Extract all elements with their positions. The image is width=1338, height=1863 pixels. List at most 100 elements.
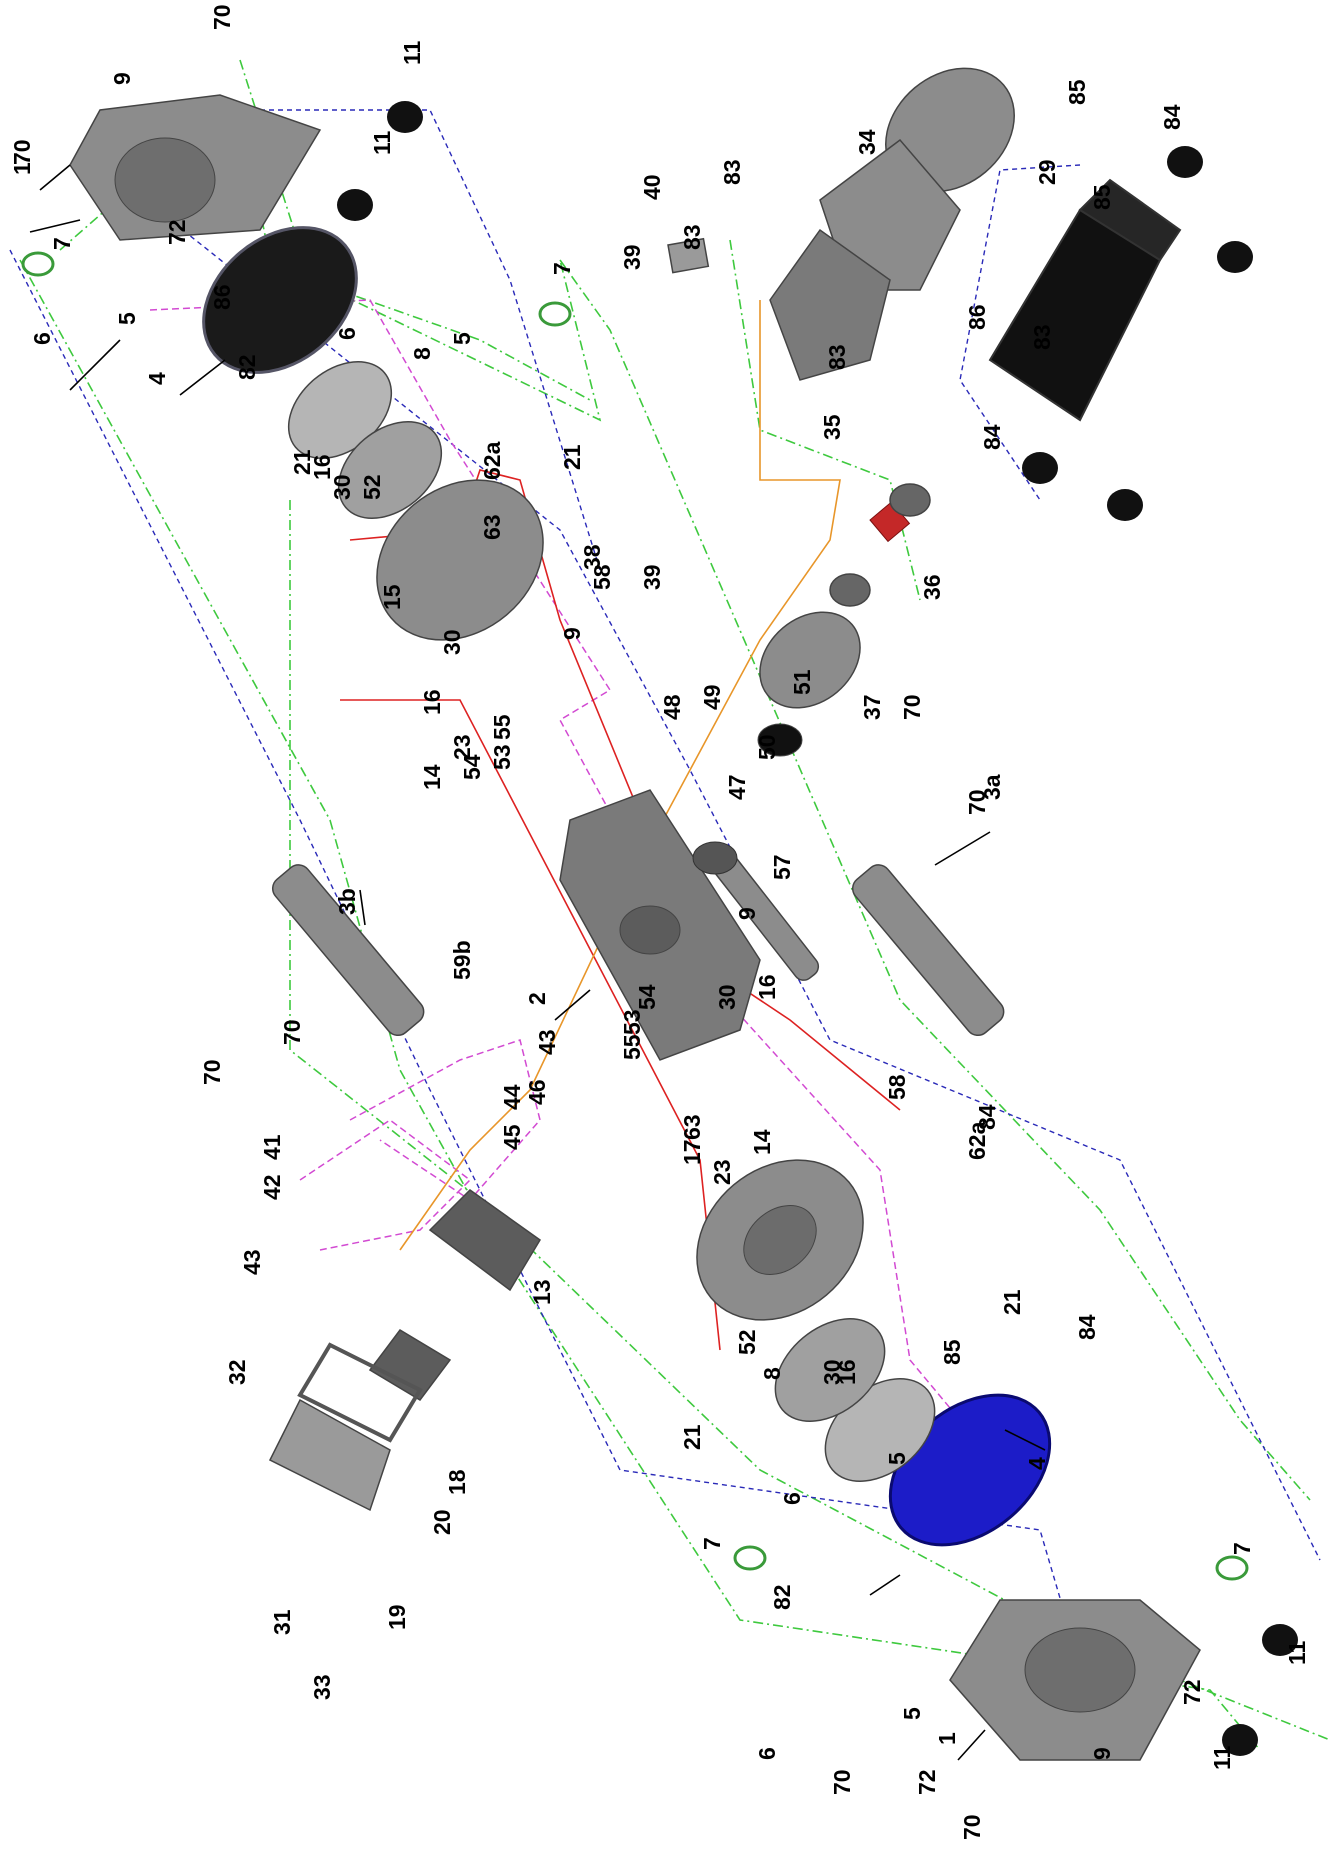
guide-line-blue (260, 109, 601, 571)
part-label: 5 (449, 332, 475, 345)
manifold-3a (851, 864, 1005, 1037)
part-label: 72 (1179, 1679, 1205, 1705)
part-label: 57 (769, 854, 795, 880)
part-label: 40 (639, 174, 665, 200)
part-label: 70 (899, 694, 925, 720)
part-label: 5 (114, 312, 140, 325)
part-label: 7 (1229, 1542, 1255, 1555)
o-ring-7 (1215, 1555, 1249, 1581)
part-label: 4 (1024, 1457, 1050, 1470)
part-label: 1 (934, 1732, 960, 1745)
bearing-47 (692, 841, 738, 875)
part-label: 14 (749, 1129, 775, 1155)
part-label: 63 (479, 514, 505, 540)
adapter-37 (759, 611, 861, 709)
part-label: 52 (359, 474, 385, 500)
part-label: 9 (734, 907, 760, 920)
part-label: 5 (884, 1452, 910, 1465)
plate-19 (268, 1398, 391, 1512)
part-label: 17 (679, 1139, 705, 1165)
part-label: 70 (959, 1814, 985, 1840)
part-label: 11 (399, 40, 425, 65)
part-label: 11 (1284, 1640, 1310, 1665)
part-label: 53 (489, 744, 515, 770)
part-label: 16 (419, 689, 445, 715)
part-label: 29 (1034, 159, 1060, 185)
part-label: 20 (429, 1509, 455, 1535)
part-label: 41 (259, 1134, 285, 1160)
foot-84 (1217, 241, 1253, 273)
part-label: 30 (819, 1359, 845, 1385)
end-cover-bore (114, 137, 216, 223)
part-label: 46 (524, 1079, 550, 1105)
coupling-hub-36 (829, 573, 871, 607)
part-label: 7 (699, 1537, 725, 1550)
part-label: 6 (29, 332, 55, 345)
gearbox (769, 228, 891, 381)
part-label: 3a (979, 774, 1005, 800)
part-label: 16 (754, 974, 780, 1000)
part-label: 34 (854, 129, 880, 155)
part-label: 7 (549, 262, 575, 275)
seal-51 (757, 723, 803, 757)
guide-line-magenta (149, 299, 961, 1421)
part-label: 15 (379, 584, 405, 610)
foot-84 (1022, 452, 1058, 484)
part-label: 54 (459, 754, 485, 780)
part-label: 4 (144, 372, 170, 385)
guide-line-magenta (349, 1039, 541, 1201)
guide-line-green (559, 259, 1311, 1501)
part-label: 1 (9, 162, 35, 175)
valve-body-18 (368, 1329, 452, 1401)
part-label: 70 (199, 1059, 225, 1085)
part-label: 6 (779, 1492, 805, 1505)
part-label: 70 (829, 1769, 855, 1795)
part-label: 86 (964, 304, 990, 330)
part-label: 47 (724, 774, 750, 800)
guard-29-flange (1078, 178, 1182, 262)
part-label: 83 (679, 224, 705, 250)
part-label: 36 (919, 574, 945, 600)
guide-line-green (729, 239, 921, 601)
foot-11 (337, 189, 373, 221)
part-label: 84 (974, 1104, 1000, 1130)
part-label: 72 (164, 219, 190, 245)
part-label: 19 (384, 1604, 410, 1630)
fluid-cap-15 (376, 479, 544, 641)
part-label: 70 (964, 789, 990, 815)
part-label: 23 (449, 734, 475, 760)
diaphragm-top (202, 226, 358, 374)
part-label: 44 (499, 1084, 525, 1110)
part-label: 86 (209, 284, 235, 310)
part-label: 23 (709, 1159, 735, 1185)
part-label: 84 (1159, 104, 1185, 130)
part-label: 39 (619, 244, 645, 270)
part-label: 54 (634, 984, 660, 1010)
part-label: 16 (834, 1359, 860, 1385)
part-label: 35 (819, 414, 845, 440)
part-label: 50 (754, 734, 780, 760)
valve-body-13 (428, 1189, 541, 1292)
center-body-port (619, 905, 681, 955)
part-label: 82 (234, 354, 260, 380)
part-label: 6 (754, 1747, 780, 1760)
part-label: 30 (714, 984, 740, 1010)
part-label: 84 (979, 424, 1005, 450)
guide-line-blue (9, 249, 1091, 1701)
guide-line-magenta (299, 1119, 472, 1251)
gasket-20 (297, 1342, 423, 1443)
part-label: 48 (659, 694, 685, 720)
part-label: 2 (524, 992, 550, 1005)
part-label: 83 (1029, 324, 1055, 350)
part-label: 9 (109, 72, 135, 85)
part-label: 55 (489, 714, 515, 740)
part-label: 21 (679, 1424, 705, 1450)
part-label: 83 (824, 344, 850, 370)
part-label: 32 (224, 1359, 250, 1385)
part-label: 31 (269, 1609, 295, 1635)
part-label: 42 (259, 1174, 285, 1200)
part-label: 62a (964, 1121, 990, 1160)
part-label: 14 (419, 764, 445, 790)
end-cover-top (69, 94, 322, 241)
